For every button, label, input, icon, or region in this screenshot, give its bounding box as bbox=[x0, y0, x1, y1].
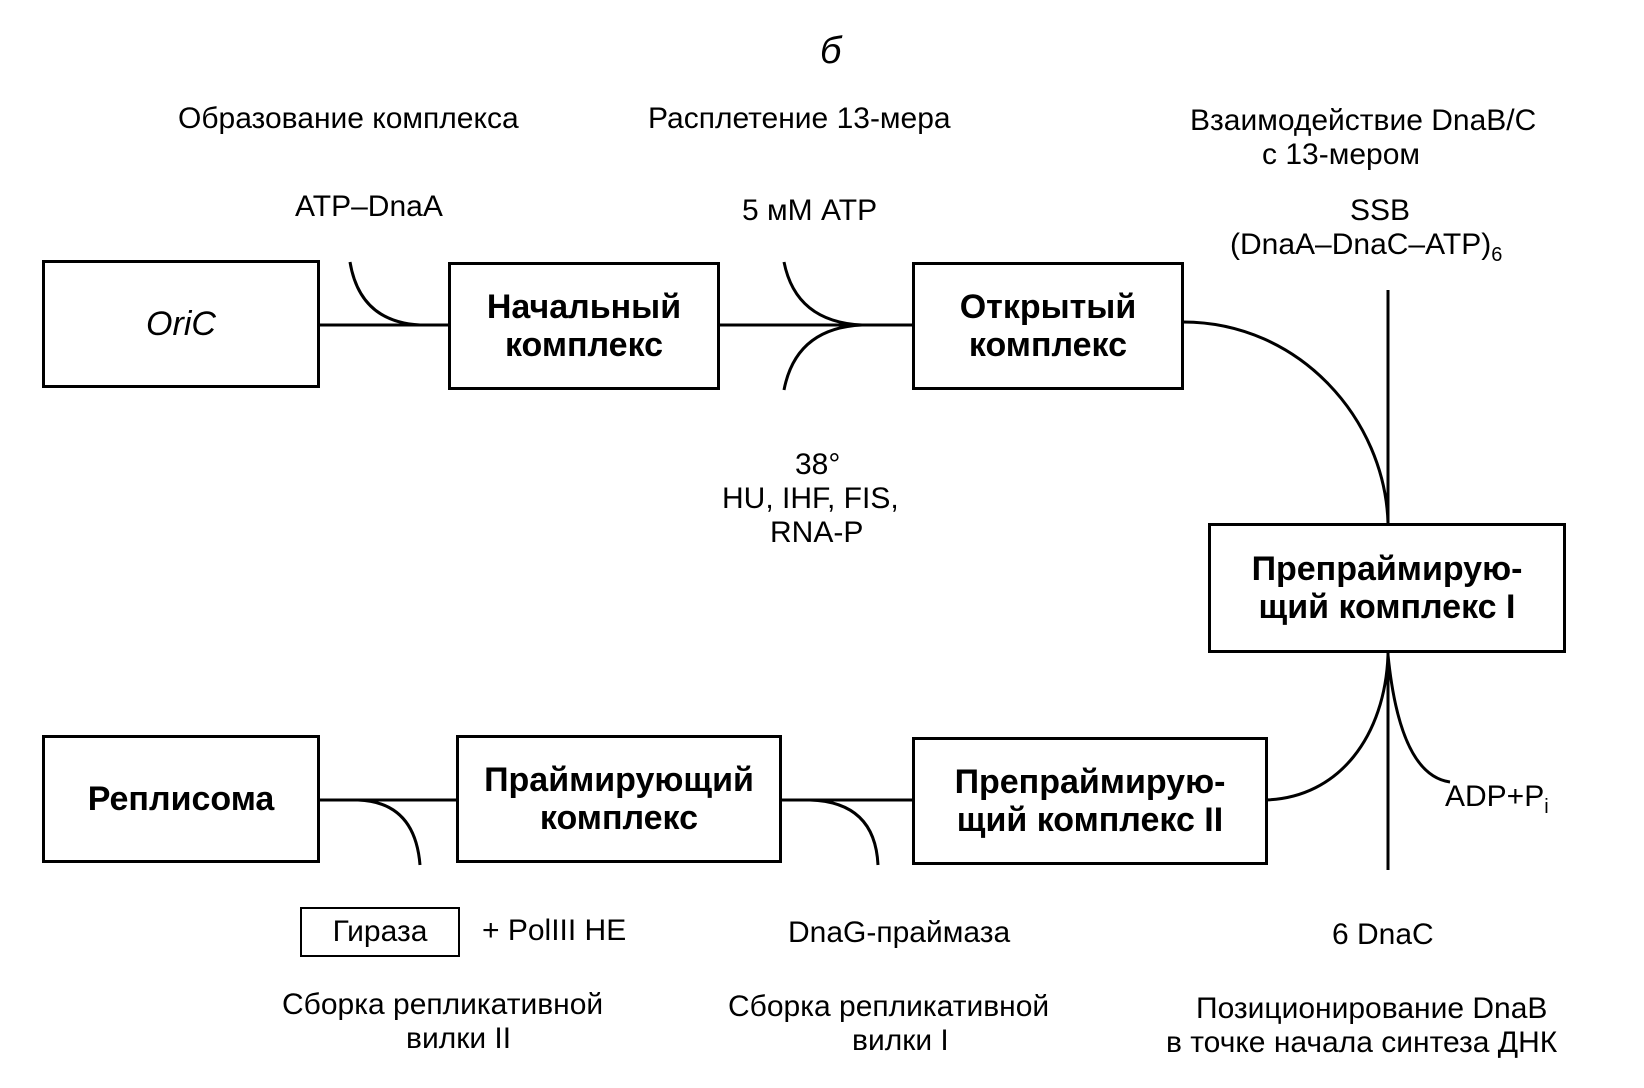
stage-interaction-line2: с 13-мером bbox=[1262, 138, 1420, 171]
box-prepriming-complex-2: Препраймирую- щий комплекс II bbox=[912, 737, 1268, 865]
box-gyrase: Гираза bbox=[300, 907, 460, 957]
stage-interaction-line1: Взаимодействие DnaB/C bbox=[1190, 104, 1537, 137]
input-curve-dnag bbox=[809, 798, 880, 866]
panel-letter: б bbox=[820, 30, 842, 72]
reagent-ssb: SSB bbox=[1350, 194, 1411, 227]
reagent-6dnac: 6 DnaC bbox=[1332, 918, 1434, 951]
reagent-adp-pi: ADP+Pi bbox=[1445, 780, 1549, 818]
stage-fork1-line1: Сборка репликативной bbox=[728, 990, 1050, 1023]
stage-unwinding: Расплетение 13-мера bbox=[648, 102, 951, 135]
stage-complex-formation: Образование комплекса bbox=[178, 102, 519, 135]
box-initial-complex: Начальный комплекс bbox=[448, 262, 720, 390]
reagent-atp-dnaa: ATP–DnaA bbox=[295, 190, 443, 223]
box-open-complex: Открытый комплекс bbox=[912, 262, 1184, 390]
reagent-dnaa-dnac-atp: (DnaA–DnaC–ATP)6 bbox=[1230, 228, 1503, 266]
stage-fork2-line2: вилки II bbox=[406, 1022, 512, 1055]
stage-positioning-line1: Позиционирование DnaB bbox=[1196, 992, 1548, 1025]
input-curve-atp bbox=[782, 261, 863, 327]
box-priming-complex: Праймирующий комплекс bbox=[456, 735, 782, 863]
input-curve-factors bbox=[782, 323, 863, 391]
box-replisome: Реплисома bbox=[42, 735, 320, 863]
stage-fork2-line1: Сборка репликативной bbox=[282, 988, 604, 1021]
box-oric: OriC bbox=[42, 260, 320, 388]
box-prepriming-complex-1: Препраймирую- щий комплекс I bbox=[1208, 523, 1566, 653]
connector-preprime1-preprime2 bbox=[1264, 654, 1390, 802]
label-rnap: RNA-P bbox=[770, 516, 864, 549]
label-factors: HU, IHF, FIS, bbox=[722, 482, 899, 515]
stage-positioning-line2: в точке начала синтеза ДНК bbox=[1166, 1026, 1558, 1059]
label-temperature: 38° bbox=[795, 448, 841, 481]
reagent-atp-5mm: 5 мМ ATP bbox=[742, 194, 878, 227]
input-curve-gyrase bbox=[357, 798, 422, 866]
input-curve-atp-dnaa bbox=[348, 261, 421, 327]
reagent-dnag: DnaG-праймаза bbox=[788, 916, 1011, 949]
stage-fork1-line2: вилки I bbox=[852, 1024, 949, 1057]
output-curve-adp bbox=[1386, 654, 1451, 784]
gyrase-label: Гираза bbox=[332, 915, 428, 948]
reagent-poliii: + PolIII HE bbox=[482, 914, 627, 947]
connector-open-preprime1 bbox=[1182, 320, 1390, 524]
